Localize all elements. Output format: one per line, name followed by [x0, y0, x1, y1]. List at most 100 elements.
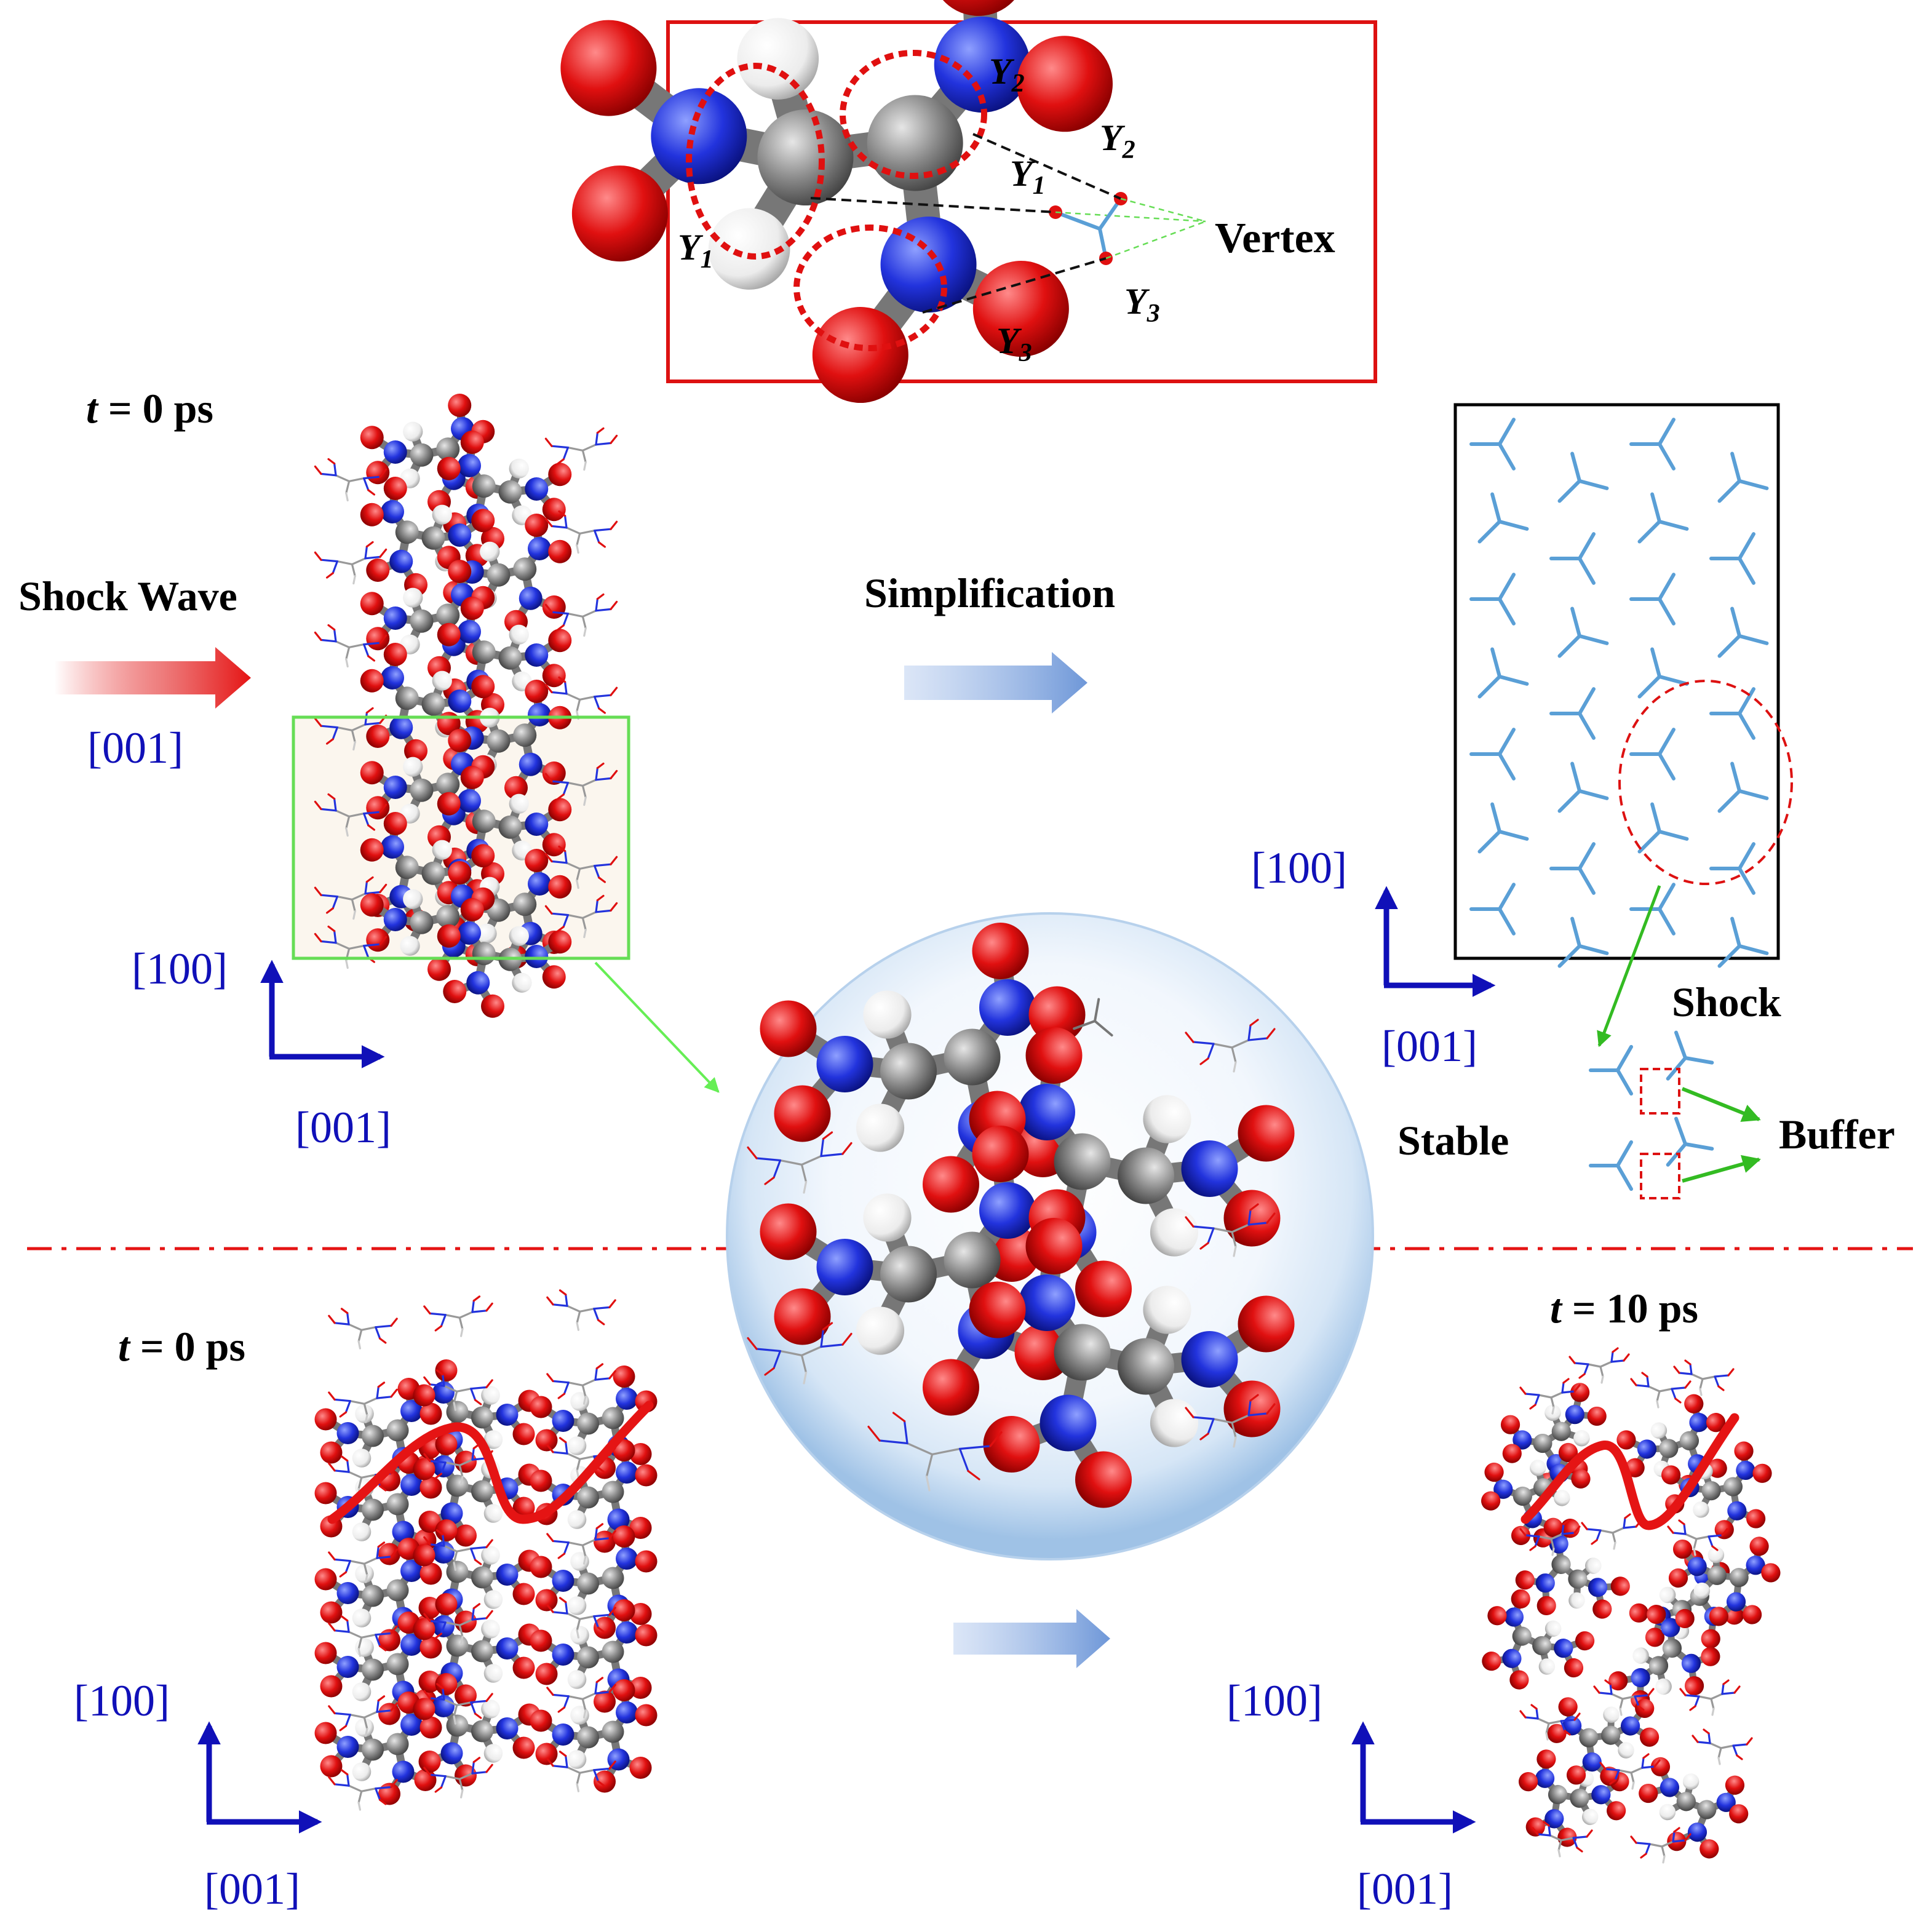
stick-bond — [348, 1471, 363, 1479]
stick-bond — [576, 544, 579, 554]
stick-bond — [379, 548, 388, 558]
stick-bond — [596, 762, 605, 769]
stick-bond — [1721, 1683, 1725, 1695]
molecule-wireframe — [546, 1363, 616, 1405]
y-arm — [1730, 451, 1741, 483]
stick-bond — [595, 432, 598, 446]
stick-bond — [565, 862, 581, 870]
atom — [1639, 1783, 1658, 1803]
stick-bond — [546, 1533, 554, 1543]
atom — [570, 1706, 589, 1725]
crystal-lattice-bottom-right — [1481, 1347, 1781, 1864]
stick-bond — [581, 1692, 597, 1700]
atom — [421, 526, 445, 550]
atom — [944, 1231, 1001, 1289]
stick-bond — [610, 902, 618, 912]
atom — [314, 1642, 337, 1664]
atom — [1565, 1405, 1584, 1425]
molecule-ball-stick — [360, 643, 495, 763]
crystal-lattice-bottom-left — [314, 1289, 658, 1811]
atom — [548, 930, 572, 954]
stick-bond — [379, 1485, 387, 1492]
atom — [1679, 1431, 1699, 1450]
atom — [437, 622, 461, 646]
atom — [448, 729, 472, 752]
y-shape — [1717, 606, 1769, 658]
stick-bond — [1596, 1529, 1602, 1541]
atom — [336, 1736, 359, 1758]
atom — [472, 640, 496, 664]
atom — [414, 1769, 437, 1791]
stick-bond — [1530, 1704, 1538, 1710]
atom — [413, 1698, 435, 1720]
stick-bond — [1610, 1693, 1624, 1700]
atom — [448, 690, 472, 713]
stick-bond — [1550, 1396, 1555, 1409]
stick-bond — [551, 525, 568, 529]
y-shape — [1637, 802, 1689, 854]
molecule-wireframe — [1519, 1704, 1581, 1741]
stick-bond — [1185, 1032, 1195, 1043]
stick-bond — [1551, 1548, 1555, 1556]
y-arm — [1717, 479, 1741, 503]
stick-bond — [340, 1455, 349, 1462]
atom — [525, 945, 549, 968]
stick-bond — [1679, 1688, 1687, 1696]
stick-bond — [579, 1769, 595, 1774]
atom — [571, 165, 668, 262]
atom — [1687, 1557, 1707, 1576]
y-shape — [1629, 728, 1676, 781]
axis-label-100-top-right: [100] — [1251, 843, 1347, 892]
time-symbol: t — [86, 385, 98, 432]
stick-bond — [474, 1399, 482, 1405]
stick-bond — [1581, 1522, 1588, 1530]
stick-bond — [434, 1632, 442, 1639]
stick-bond — [1714, 1374, 1730, 1378]
stick-bond — [340, 1615, 349, 1622]
time-label-top: t = 0 ps — [86, 384, 213, 433]
atom — [1025, 1027, 1083, 1084]
molecule-wireframe — [544, 427, 618, 471]
stick-bond — [379, 803, 388, 813]
atom — [530, 1556, 552, 1578]
stick-bond — [576, 1618, 581, 1632]
y-shape — [1666, 1030, 1714, 1081]
atom — [972, 261, 1069, 357]
stick-bond — [1212, 1043, 1233, 1049]
atom — [1075, 1260, 1132, 1318]
atom — [1726, 1592, 1746, 1612]
stick-bond — [1583, 1363, 1589, 1375]
stick-bond — [582, 1709, 587, 1719]
stick-bond — [1678, 1519, 1685, 1525]
shock-wave-arrow — [54, 647, 251, 709]
stick-bond — [557, 1552, 565, 1559]
stick-bond — [556, 458, 565, 465]
stick-bond — [596, 427, 605, 434]
stick-bond — [597, 1626, 605, 1633]
stick-bond — [581, 1384, 587, 1398]
atom — [436, 437, 460, 461]
y-shape — [1557, 606, 1609, 658]
stick-bond — [596, 593, 605, 600]
atom — [548, 875, 572, 899]
y-shape — [1588, 1044, 1634, 1096]
atom — [542, 664, 566, 688]
atom — [1512, 1626, 1532, 1646]
stick-bond — [546, 1757, 554, 1767]
stick-bond — [339, 1411, 347, 1418]
stick-bond — [1535, 1707, 1539, 1720]
atom — [1729, 1804, 1749, 1824]
atom — [1675, 1608, 1695, 1629]
crystal-lattice-top-left — [314, 394, 618, 1018]
atom — [383, 812, 407, 835]
atom — [1592, 1599, 1612, 1619]
stick-bond — [379, 936, 388, 945]
stick-bond — [346, 1312, 350, 1326]
atom — [1591, 1785, 1611, 1805]
stick-bond — [1612, 1532, 1616, 1544]
atom — [355, 1564, 374, 1583]
stick-bond — [471, 1771, 488, 1775]
atom — [602, 1407, 624, 1429]
atom — [1223, 1380, 1281, 1437]
stick-bond — [1587, 1363, 1602, 1368]
